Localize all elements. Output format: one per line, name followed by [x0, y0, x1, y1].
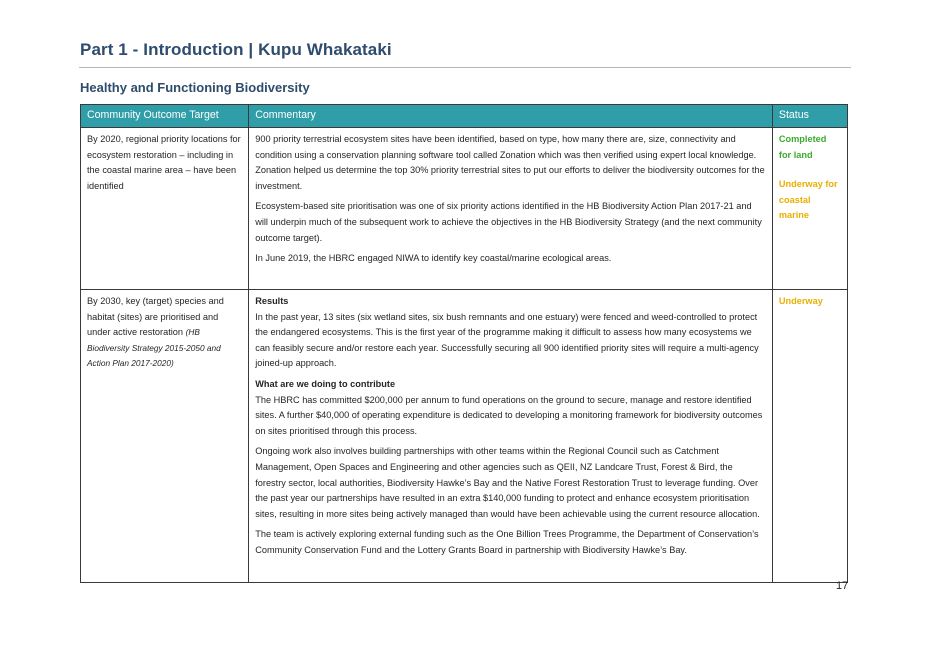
commentary-paragraph: 900 priority terrestrial ecosystem sites… [255, 134, 765, 191]
contribute-paragraph: The team is actively exploring external … [255, 529, 759, 555]
status-underway: Underway for coastal marine [778, 179, 838, 221]
status-cell: Underway [771, 289, 849, 583]
title-divider [79, 67, 851, 68]
table-row: By 2020, regional priority locations for… [79, 127, 849, 290]
status-completed: Completed for land [778, 134, 827, 160]
column-header-target: Community Outcome Target [79, 104, 250, 128]
results-paragraph: In the past year, 13 sites (six wetland … [255, 311, 759, 369]
status-cell: Completed for land Underway for coastal … [771, 127, 849, 290]
commentary-paragraph: Ecosystem-based site prioritisation was … [255, 201, 762, 243]
contribute-paragraph: The HBRC has committed $200,000 per annu… [255, 394, 763, 436]
page-title: Part 1 - Introduction | Kupu Whakataki [80, 40, 392, 59]
target-cell: By 2030, key (target) species and habita… [79, 289, 250, 583]
commentary-cell: 900 priority terrestrial ecosystem sites… [248, 127, 773, 290]
target-reference: (HB Biodiversity Strategy 2015-2050 and … [87, 327, 221, 369]
section-heading: Healthy and Functioning Biodiversity [80, 80, 310, 95]
table-header-row: Community Outcome Target Commentary Stat… [79, 104, 849, 128]
results-heading: Results [255, 296, 289, 306]
column-header-commentary: Commentary [248, 104, 773, 128]
contribute-paragraph: Ongoing work also involves building part… [255, 446, 760, 519]
status-underway: Underway [778, 296, 823, 306]
commentary-paragraph: In June 2019, the HBRC engaged NIWA to i… [255, 253, 612, 264]
column-header-status: Status [771, 104, 849, 128]
contribute-heading: What are we doing to contribute [255, 378, 396, 389]
outcome-table: Community Outcome Target Commentary Stat… [79, 104, 849, 583]
commentary-cell: Results In the past year, 13 sites (six … [248, 289, 773, 583]
page-number: 17 [836, 580, 849, 592]
table-row: By 2030, key (target) species and habita… [79, 289, 849, 583]
target-text: By 2030, key (target) species and habita… [87, 296, 224, 338]
target-cell: By 2020, regional priority locations for… [79, 127, 250, 290]
target-text: By 2020, regional priority locations for… [87, 134, 241, 191]
